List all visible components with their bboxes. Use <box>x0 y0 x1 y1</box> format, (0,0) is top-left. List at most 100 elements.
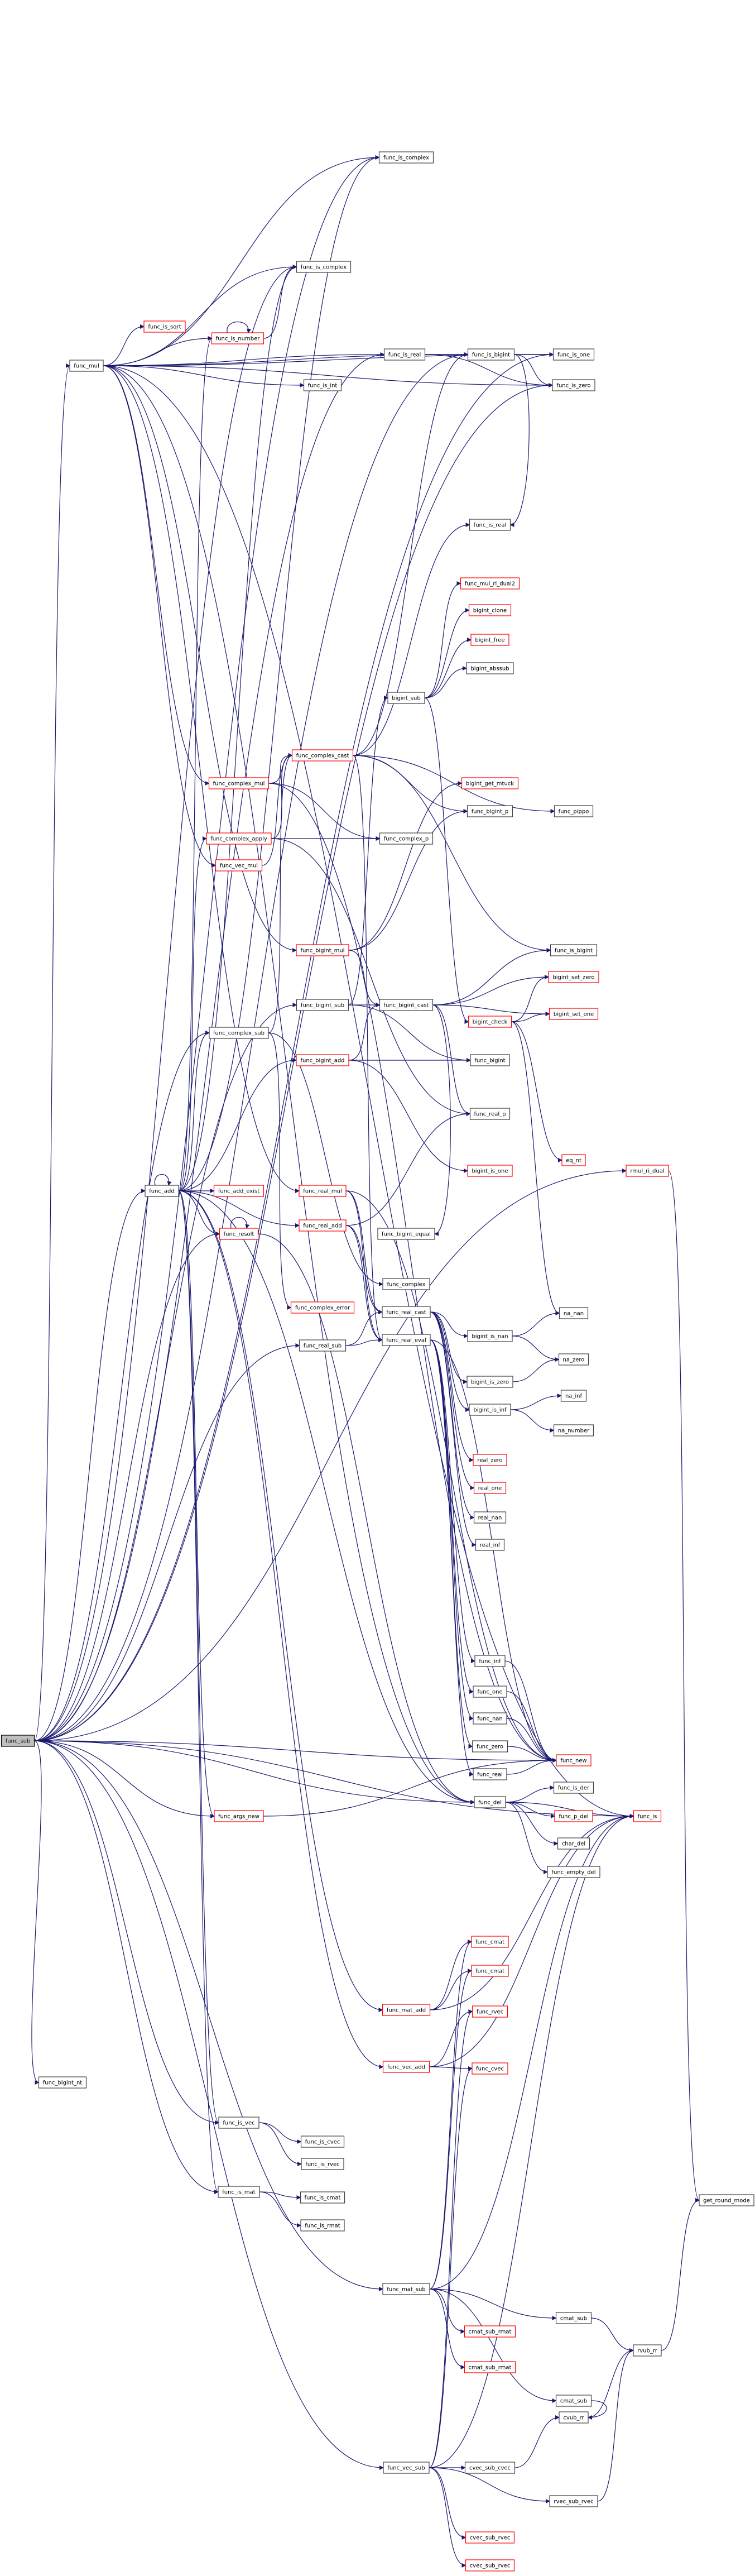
node-func-is-zero[interactable]: func_is_zero <box>552 379 595 391</box>
node-func-real-mul[interactable]: func_real_mul <box>299 1185 347 1197</box>
node-func-is-one[interactable]: func_is_one <box>552 348 595 361</box>
node-bigint-check[interactable]: bigint_check <box>468 1016 512 1028</box>
node-cvub-rr[interactable]: cvub_rr <box>559 2411 589 2424</box>
node-func-real-eval[interactable]: func_real_eval <box>382 1334 431 1346</box>
node-func-complex-p[interactable]: func_complex_p <box>379 832 434 845</box>
node-func-is[interactable]: func_is <box>633 1810 662 1822</box>
node-func-is-cmat[interactable]: func_is_cmat <box>300 2191 345 2204</box>
node-bigint-get-mtuck[interactable]: bigint_get_mtuck <box>461 777 519 789</box>
node-bigint-clone[interactable]: bigint_clone <box>468 604 512 616</box>
node-eq-nt[interactable]: eq_nt <box>561 1154 586 1166</box>
node-func-sub[interactable]: func_sub <box>1 1735 35 1747</box>
node-rvub-rr[interactable]: rvub_rr <box>633 2344 662 2357</box>
node-func-real-add[interactable]: func_real_add <box>299 1219 347 1232</box>
node-func-pippo[interactable]: func_pippo <box>554 805 594 817</box>
node-rvec-sub-rvec[interactable]: rvec_sub_rvec <box>549 2495 598 2507</box>
node-cmat-sub[interactable]: cmat_sub <box>555 2312 592 2324</box>
node-bigint-sub[interactable]: bigint_sub <box>387 692 425 704</box>
node-func-is-sqrt[interactable]: func_is_sqrt <box>143 320 186 333</box>
node-func-new[interactable]: func_new <box>556 1754 592 1766</box>
node-func-is-int[interactable]: func_is_int <box>303 379 342 391</box>
node-func-complex-sub[interactable]: func_complex_sub <box>209 1027 269 1039</box>
node-func-cmat[interactable]: func_cmat <box>471 1936 509 1948</box>
node-func-is-cvec[interactable]: func_is_cvec <box>300 2136 345 2148</box>
node-func-mat-sub[interactable]: func_mat_sub <box>382 2283 430 2295</box>
node-func-bigint-cast[interactable]: func_bigint_cast <box>379 999 434 1011</box>
node-func-mul[interactable]: func_mul <box>69 360 104 372</box>
node-func-del[interactable]: func_del <box>474 1796 506 1808</box>
node-cvec-sub-rvec[interactable]: cvec_sub_rvec <box>465 2531 515 2544</box>
node-na-zero[interactable]: na_zero <box>558 1353 589 1366</box>
node-cmat-sub2[interactable]: cmat_sub <box>555 2395 592 2407</box>
node-func-is-mat[interactable]: func_is_mat <box>218 2186 260 2198</box>
node-func-is-number[interactable]: func_is_number <box>211 332 265 344</box>
node-bigint-set-one[interactable]: bigint_set_one <box>549 1008 599 1020</box>
node-func-zero[interactable]: func_zero <box>472 1740 508 1753</box>
node-func-mat-add[interactable]: func_mat_add <box>382 2004 431 2016</box>
node-func-args-new[interactable]: func_args_new <box>214 1810 264 1822</box>
node-cmat-sub-rmat2[interactable]: cmat_sub_rmat <box>464 2361 516 2373</box>
node-na-number[interactable]: na_number <box>553 1424 594 1437</box>
node-func-add-exist[interactable]: func_add_exist <box>213 1185 265 1197</box>
node-func-bigint-equal[interactable]: func_bigint_equal <box>377 1228 435 1240</box>
node-func-real-cast[interactable]: func_real_cast <box>382 1306 431 1318</box>
node-func-resolt[interactable]: func_resolt <box>219 1228 259 1240</box>
node-bigint-abssub[interactable]: bigint_abssub <box>466 662 514 674</box>
node-cmat-sub-rmat[interactable]: cmat_sub_rmat <box>464 2325 516 2338</box>
node-na-nan[interactable]: na_nan <box>559 1307 589 1319</box>
node-func-rvec[interactable]: func_rvec <box>472 2005 508 2018</box>
node-func-bigint-p[interactable]: func_bigint_p <box>467 805 513 817</box>
node-bigint-free[interactable]: bigint_free <box>470 634 509 646</box>
node-func-complex-mul[interactable]: func_complex_mul <box>208 777 270 789</box>
node-func-is-complex2[interactable]: func_is_complex <box>296 261 352 273</box>
node-bigint-is-inf[interactable]: bigint_is_inf <box>469 1404 511 1416</box>
node-func-real[interactable]: func_real <box>473 1768 507 1780</box>
node-func-is-rvec[interactable]: func_is_rvec <box>301 2158 344 2170</box>
node-cvec-sub-rvec2[interactable]: cvec_sub_rvec <box>465 2559 515 2572</box>
node-bigint-is-nan[interactable]: bigint_is_nan <box>467 1330 513 1342</box>
node-func-mul-ri-dual[interactable]: func_mul_ri_dual2 <box>460 577 520 590</box>
node-char-del[interactable]: char_del <box>557 1837 590 1850</box>
node-func-is-rmat[interactable]: func_is_rmat <box>300 2219 345 2232</box>
node-func-cvec[interactable]: func_cvec <box>472 2062 508 2075</box>
node-real-zero[interactable]: real_zero <box>473 1454 507 1466</box>
node-func-is-complex[interactable]: func_is_complex <box>378 151 434 164</box>
node-func-vec-add[interactable]: func_vec_add <box>382 2061 430 2073</box>
node-func-complex[interactable]: func_complex <box>382 1278 430 1290</box>
node-func-is-real-b[interactable]: func_is_real <box>469 519 511 531</box>
node-bigint-is-one[interactable]: bigint_is_one <box>467 1165 513 1177</box>
node-func-vec-mul[interactable]: func_vec_mul <box>215 859 263 872</box>
node-func-complex-apply[interactable]: func_complex_apply <box>206 832 272 845</box>
node-func-cmat2[interactable]: func_cmat <box>471 1965 509 1977</box>
node-func-real-sub[interactable]: func_real_sub <box>299 1339 347 1352</box>
node-func-add[interactable]: func_add <box>145 1185 179 1197</box>
node-func-inf[interactable]: func_inf <box>474 1655 506 1667</box>
node-func-is-bigint2[interactable]: func_is_bigint <box>550 944 598 956</box>
node-func-vec-sub[interactable]: func_vec_sub <box>383 2462 430 2474</box>
node-func-is-real[interactable]: func_is_real <box>383 348 426 361</box>
node-func-bigint[interactable]: func_bigint <box>470 1054 510 1066</box>
node-func-bigint-nt[interactable]: func_bigint_nt <box>38 2076 87 2089</box>
node-func-bigint-sub[interactable]: func_bigint_sub <box>296 999 349 1011</box>
node-rmul-ri-dual[interactable]: rmul_ri_dual <box>626 1165 669 1177</box>
node-func-real-p[interactable]: func_real_p <box>469 1108 511 1120</box>
node-func-bigint-mul[interactable]: func_bigint_mul <box>296 944 349 956</box>
node-func-is-vec[interactable]: func_is_vec <box>218 2117 259 2129</box>
node-func-nan[interactable]: func_nan <box>473 1712 507 1725</box>
node-na-inf[interactable]: na_inf <box>560 1390 587 1402</box>
node-func-p-del[interactable]: func_p_del <box>554 1810 593 1822</box>
node-real-one[interactable]: real_one <box>473 1482 507 1494</box>
node-func-complex-cast[interactable]: func_complex_cast <box>291 749 354 762</box>
node-func-is-bigint[interactable]: func_is_bigint <box>467 348 515 361</box>
node-func-is-der[interactable]: func_is_der <box>553 1782 594 1794</box>
node-func-bigint-add[interactable]: func_bigint_add <box>296 1054 349 1066</box>
node-real-inf[interactable]: real_inf <box>475 1539 505 1551</box>
node-func-one[interactable]: func_one <box>473 1686 507 1698</box>
node-bigint-set-zero[interactable]: bigint_set_zero <box>548 971 599 983</box>
node-get-round-mode[interactable]: get_round_mode <box>699 2194 754 2206</box>
node-cvec-sub-cvec[interactable]: cvec_sub_cvec <box>464 2462 516 2474</box>
node-bigint-is-zero[interactable]: bigint_is_zero <box>467 1376 513 1388</box>
node-func-empty-del[interactable]: func_empty_del <box>547 1866 600 1878</box>
node-real-nan[interactable]: real_nan <box>473 1511 507 1524</box>
node-func-complex-error[interactable]: func_complex_error <box>290 1301 355 1314</box>
